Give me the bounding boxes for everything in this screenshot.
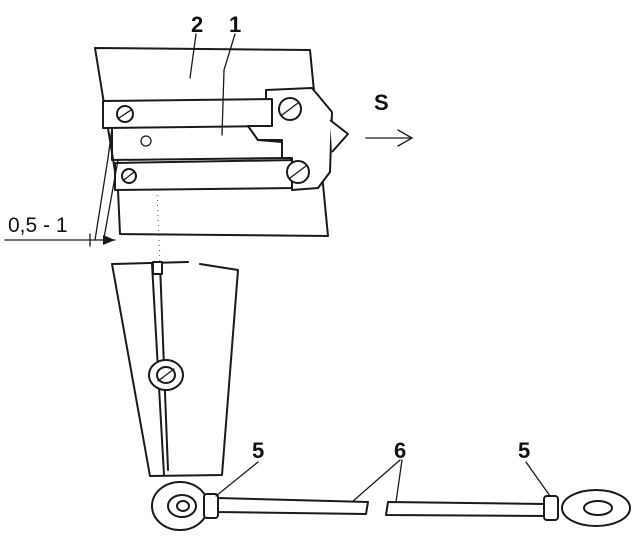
leader-part-6-b bbox=[395, 459, 403, 503]
upper-assembly bbox=[94, 33, 349, 241]
label-part-2: 2 bbox=[191, 12, 203, 37]
upper-left-screw-slot bbox=[118, 109, 132, 119]
label-direction-s: S bbox=[374, 90, 389, 115]
blade-hole bbox=[140, 135, 152, 147]
leader-part-5-right bbox=[525, 461, 551, 497]
tapered-housing bbox=[111, 261, 239, 477]
leader-part-6-a bbox=[351, 459, 401, 503]
left-guide bbox=[94, 127, 113, 241]
plate-lower-edge bbox=[117, 189, 121, 235]
label-part-5-right: 5 bbox=[518, 438, 530, 463]
lower-assembly bbox=[111, 261, 239, 477]
leader-part-1 bbox=[221, 33, 236, 136]
bracket-upper-screw-slot bbox=[281, 102, 299, 116]
linkage bbox=[151, 459, 631, 531]
label-part-5-left: 5 bbox=[252, 438, 264, 463]
lower-left-screw-slot bbox=[123, 171, 135, 181]
label-part-6: 6 bbox=[394, 438, 406, 463]
left-guide-2 bbox=[103, 159, 119, 239]
rod-nut-slot bbox=[157, 368, 175, 382]
leader-part-2 bbox=[189, 33, 197, 79]
alignment-dotted-line bbox=[156, 189, 161, 266]
left-nut-icon bbox=[203, 493, 219, 519]
right-eyelet-hole bbox=[583, 500, 613, 516]
leader-part-5-left bbox=[215, 461, 259, 497]
right-nut-icon bbox=[543, 495, 559, 521]
label-gap-dimension: 0,5 - 1 bbox=[8, 214, 68, 237]
rod-left-segment bbox=[217, 497, 369, 515]
rod-right-segment bbox=[385, 501, 547, 517]
left-eyelet-hole bbox=[176, 500, 190, 512]
direction-arrow-head-icon bbox=[397, 129, 414, 147]
direction-arrow bbox=[365, 129, 414, 147]
rod-top-cap bbox=[152, 261, 163, 275]
gap-dimension bbox=[4, 233, 116, 247]
bracket-tip bbox=[329, 119, 349, 153]
lower-bar bbox=[114, 159, 297, 191]
bracket-lower-screw-slot bbox=[289, 165, 307, 179]
gap-arrow-head-icon bbox=[103, 235, 115, 245]
label-part-1: 1 bbox=[229, 12, 241, 37]
